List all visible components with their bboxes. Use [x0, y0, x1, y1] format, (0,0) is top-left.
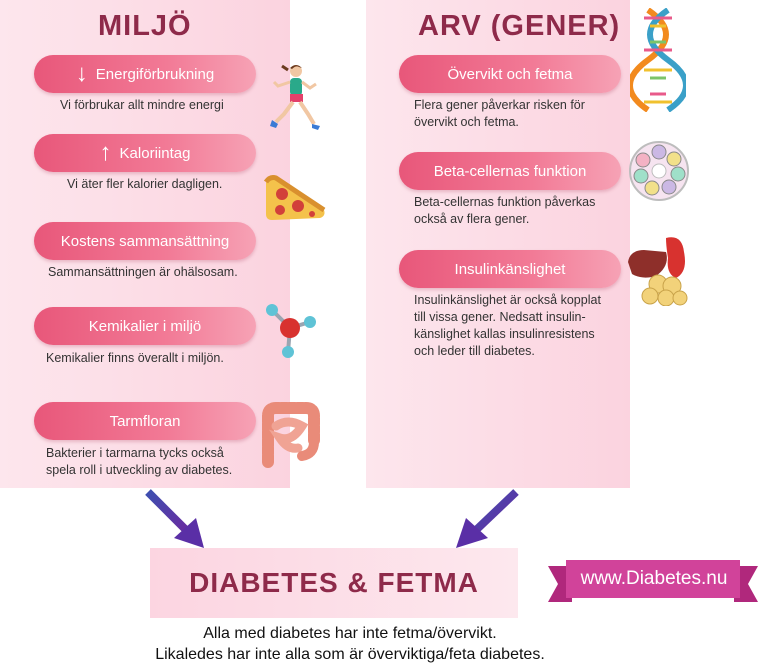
overweight-label: Övervikt och fetma [447, 65, 573, 83]
chemicals-label: Kemikalier i miljö [88, 317, 202, 335]
calorie-pill: ↑ Kaloriintag [34, 134, 256, 172]
gut-flora-pill: Tarmfloran [34, 402, 256, 440]
runner-icon [270, 64, 320, 130]
calorie-label: Kaloriintag [119, 144, 191, 162]
diet-composition-pill: Kostens sammansättning [34, 222, 256, 260]
result-box: DIABETES & FETMA [150, 548, 518, 618]
molecule-icon [266, 304, 316, 358]
beta-cell-desc: Beta-cellernas funktion påverkas också a… [414, 195, 596, 226]
gut-flora-label: Tarmfloran [109, 412, 181, 430]
insulin-sensitivity-pill: Insulinkänslighet [399, 250, 621, 288]
intestine-icon [262, 402, 320, 468]
dna-icon [630, 8, 686, 112]
result-title: DIABETES & FETMA [189, 567, 479, 598]
note-line-1: Alla med diabetes har inte fetma/övervik… [203, 625, 497, 642]
diet-composition-label: Kostens sammansättning [60, 232, 230, 250]
chemicals-desc: Kemikalier finns överallt i miljön. [46, 351, 224, 365]
beta-cell-pill: Beta-cellernas funktion [399, 152, 621, 190]
note-line-2: Likaledes har inte alla som är övervikti… [155, 646, 545, 663]
pizza-icon [263, 175, 326, 220]
chemicals-pill: Kemikalier i miljö [34, 307, 256, 345]
website-banner [548, 560, 758, 602]
arrow-down-icon: ↓ [75, 60, 88, 87]
energy-desc: Vi förbrukar allt mindre energi [60, 98, 224, 112]
energy-pill: ↓ Energiförbrukning [34, 55, 256, 93]
insulin-sensitivity-label: Insulinkänslighet [454, 260, 566, 278]
arrow-right-to-result [456, 489, 519, 548]
overweight-desc: Flera gener påverkar risken för övervikt… [414, 98, 585, 129]
environment-heading: MILJÖ [98, 10, 192, 42]
beta-cell-label: Beta-cellernas funktion [433, 162, 587, 180]
website-url[interactable]: www.Diabetes.nu [580, 568, 728, 589]
insulin-sensitivity-desc: Insulinkänslighet är också kopplat till … [414, 293, 601, 358]
overweight-pill: Övervikt och fetma [399, 55, 621, 93]
calorie-desc: Vi äter fler kalorier dagligen. [67, 177, 223, 191]
genetics-heading: ARV (GENER) [418, 10, 621, 42]
diet-composition-desc: Sammansättningen är ohälsosam. [48, 265, 238, 279]
gut-flora-desc: Bakterier i tarmarna tycks också spela r… [46, 446, 233, 477]
arrow-left-to-result [145, 489, 204, 548]
liver-fat-icon [628, 237, 688, 306]
energy-label: Energiförbrukning [95, 65, 215, 83]
beta-cells-icon [629, 141, 689, 201]
arrow-up-icon: ↑ [99, 139, 112, 166]
